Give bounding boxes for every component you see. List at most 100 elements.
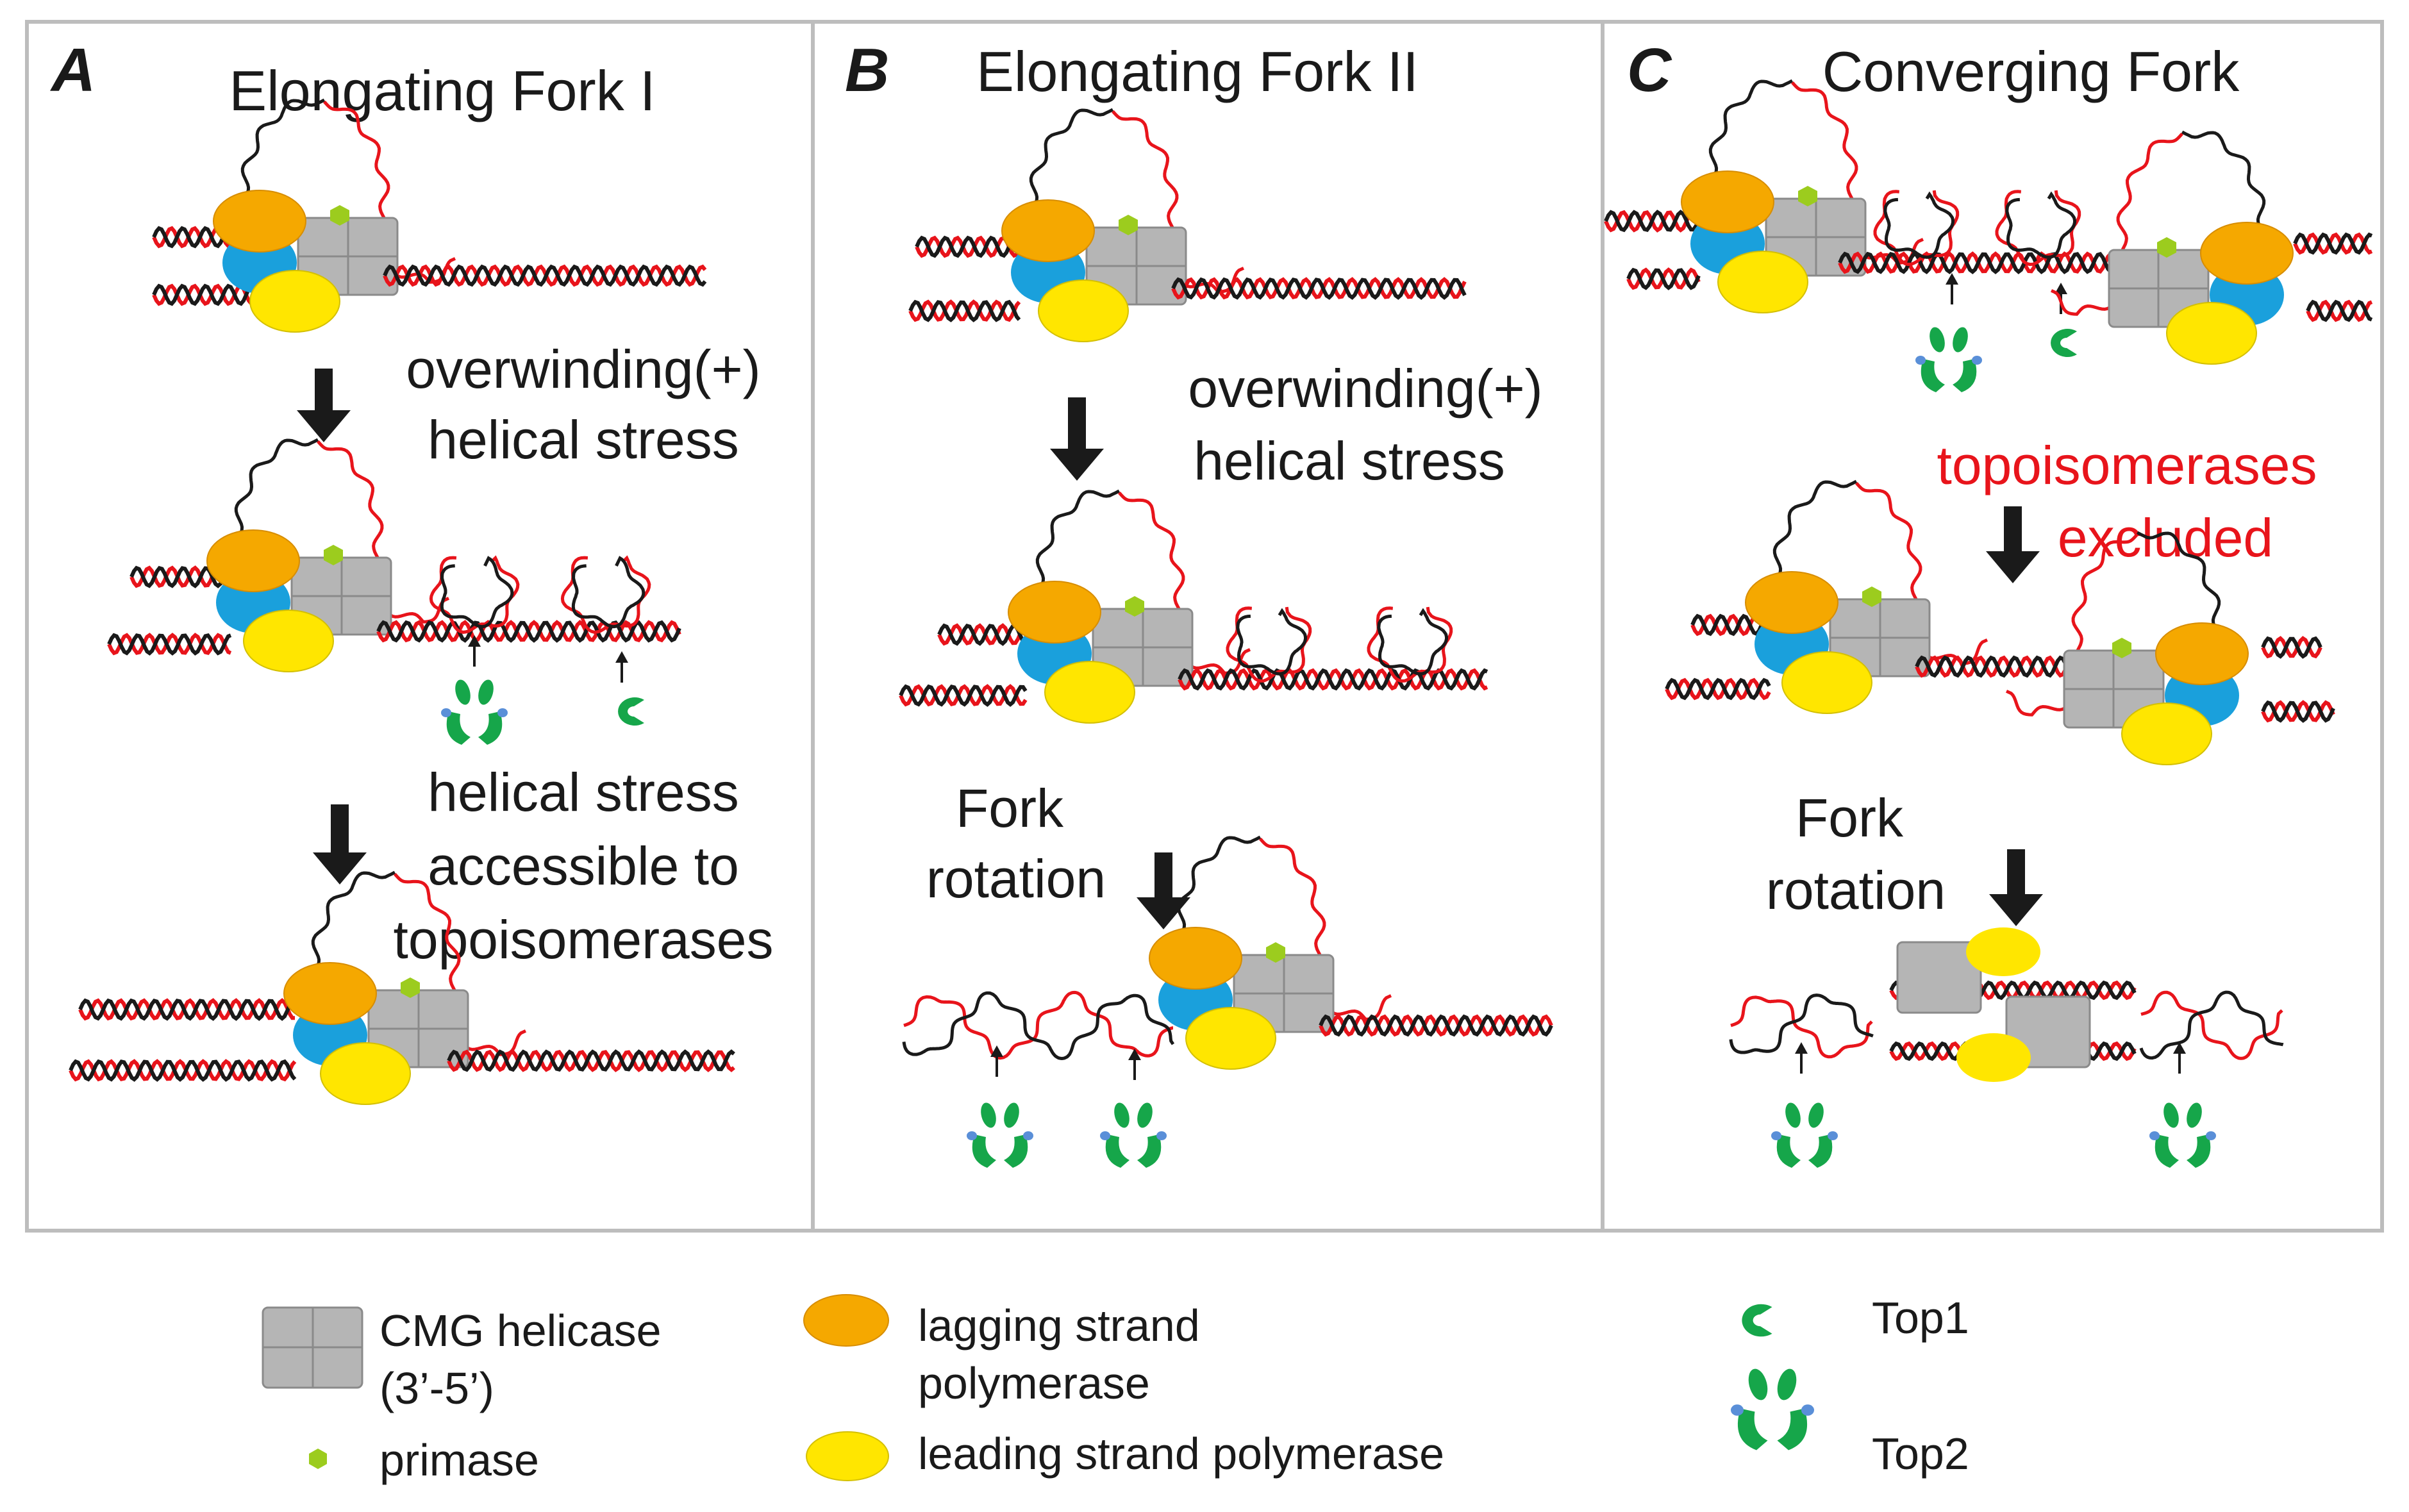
down-arrow xyxy=(1050,397,1104,481)
dna-strand-black xyxy=(1319,1014,1553,1037)
lagging-loop-black xyxy=(1772,479,1858,581)
loop-strand-black xyxy=(440,556,514,629)
top2-tip xyxy=(1972,356,1982,365)
loop-strand-black xyxy=(1236,608,1307,676)
panel-letter-c: C xyxy=(1627,36,1672,104)
precatenane-black xyxy=(2139,990,2284,1060)
dna-strand-black xyxy=(1665,677,1771,701)
legend-top1: Top1 xyxy=(1872,1293,1969,1343)
precatenane-black xyxy=(1729,993,1874,1054)
lagging-loop-red xyxy=(394,872,461,1020)
leading-polymerase xyxy=(249,270,340,333)
down-arrow xyxy=(1986,506,2040,583)
dna-strand-black xyxy=(152,283,258,306)
cmg-helicase xyxy=(1896,941,1982,1014)
dna-strand-black xyxy=(383,264,707,287)
replisome xyxy=(283,870,527,1105)
loop-strand-red xyxy=(1367,606,1453,683)
dna-strand-black xyxy=(78,998,295,1021)
dna-parental-bottom xyxy=(69,1059,297,1082)
top2-lobe xyxy=(478,679,494,705)
converged-dna xyxy=(1729,990,2284,1060)
top2-icon xyxy=(2149,1102,2216,1168)
top2-arm xyxy=(1105,1134,1129,1168)
dna-parental-bottom xyxy=(908,299,1021,322)
panel-c-step1-line1: topoisomerases xyxy=(1937,435,2317,495)
dna-strand-black xyxy=(1838,251,2156,274)
top2-icon xyxy=(1771,1102,1838,1168)
top2-lobe xyxy=(1930,327,1945,353)
lagging-loop-black xyxy=(1035,489,1121,591)
arrow-head xyxy=(1946,273,1958,285)
arrow-head xyxy=(1128,1049,1141,1060)
dna-parental-bottom xyxy=(2261,700,2335,723)
panel-a-step1-line2: helical stress xyxy=(428,410,739,470)
dna-parental-top xyxy=(78,998,295,1021)
dna-strand-red xyxy=(2261,636,2322,659)
panel-b-step1-line2: helical stress xyxy=(1194,431,1505,491)
dna-strand-black xyxy=(447,1049,735,1072)
small-up-arrow xyxy=(468,635,481,667)
lagging-loop-black xyxy=(2136,531,2221,633)
arrow-head xyxy=(1986,551,2040,583)
top2-icon xyxy=(1100,1102,1167,1168)
top2-icon xyxy=(967,1102,1033,1168)
leading-strand-red xyxy=(460,1029,527,1056)
arrow-shaft xyxy=(1154,852,1172,900)
supercoil-loop xyxy=(1873,190,1960,267)
arrow-head xyxy=(615,651,628,663)
top2-tip xyxy=(1828,1131,1838,1140)
supercoil-loop xyxy=(429,555,520,634)
arrow-shaft xyxy=(1068,397,1086,451)
legend-primase: primase xyxy=(379,1435,539,1485)
supercoil-loop xyxy=(1226,606,1312,683)
dna-duplex-ahead xyxy=(1171,277,1467,300)
legend-lagging-line1: lagging strand xyxy=(918,1300,1200,1350)
top2-tip xyxy=(1771,1131,1781,1140)
lagging-polymerase xyxy=(1001,199,1095,262)
supercoil-loop xyxy=(1367,606,1453,683)
supercoil-loop xyxy=(560,555,651,634)
arrow-head xyxy=(468,635,481,647)
panel-c-step1-line2: excluded xyxy=(2058,508,2273,568)
arrow-head xyxy=(2055,283,2067,294)
dna-parental-bottom xyxy=(2306,299,2373,322)
replisome xyxy=(1008,489,1251,724)
dna-strand-black xyxy=(1626,267,1701,290)
lagging-loop-red xyxy=(323,100,390,248)
lagging-loop-red xyxy=(2116,132,2183,280)
top2-lobe xyxy=(455,679,471,705)
top2-lobe xyxy=(2163,1102,2179,1128)
dna-strand-black xyxy=(2306,299,2373,322)
arrow-head xyxy=(1050,449,1104,481)
dna-strand-red xyxy=(1178,668,1488,691)
precatenane-red xyxy=(2140,990,2283,1060)
legend-top2-icon xyxy=(1731,1368,1814,1450)
dna-strand-red xyxy=(937,623,1027,646)
arrow-head xyxy=(1989,894,2043,926)
dna-parental-bottom xyxy=(107,633,232,656)
lagging-polymerase xyxy=(1008,581,1101,644)
panel-title-b: Elongating Fork II xyxy=(976,40,1419,103)
lagging-loop-black xyxy=(311,870,396,972)
leading-polymerase xyxy=(320,1042,411,1105)
leading-strand-red xyxy=(2050,289,2117,316)
lagging-polymerase xyxy=(2200,222,2294,285)
panel-title-a: Elongating Fork I xyxy=(229,59,655,122)
top2-lobe xyxy=(1114,1102,1129,1128)
dna-parental-top xyxy=(1604,210,1701,233)
top2-arm xyxy=(2187,1134,2211,1168)
primase xyxy=(2157,237,2176,258)
top2-tip xyxy=(1801,1404,1814,1416)
primase xyxy=(330,205,349,226)
primase xyxy=(401,977,420,998)
panel-c-step2-line1: Fork xyxy=(1796,788,1904,848)
loop-strand-black xyxy=(571,556,646,629)
leading-polymerase xyxy=(1781,651,1872,714)
replisome xyxy=(2050,130,2294,365)
precatenane-red xyxy=(903,990,1173,1060)
dna-strand-black xyxy=(107,633,232,656)
leading-polymerase xyxy=(1038,279,1129,342)
top2-tip xyxy=(1100,1131,1110,1140)
